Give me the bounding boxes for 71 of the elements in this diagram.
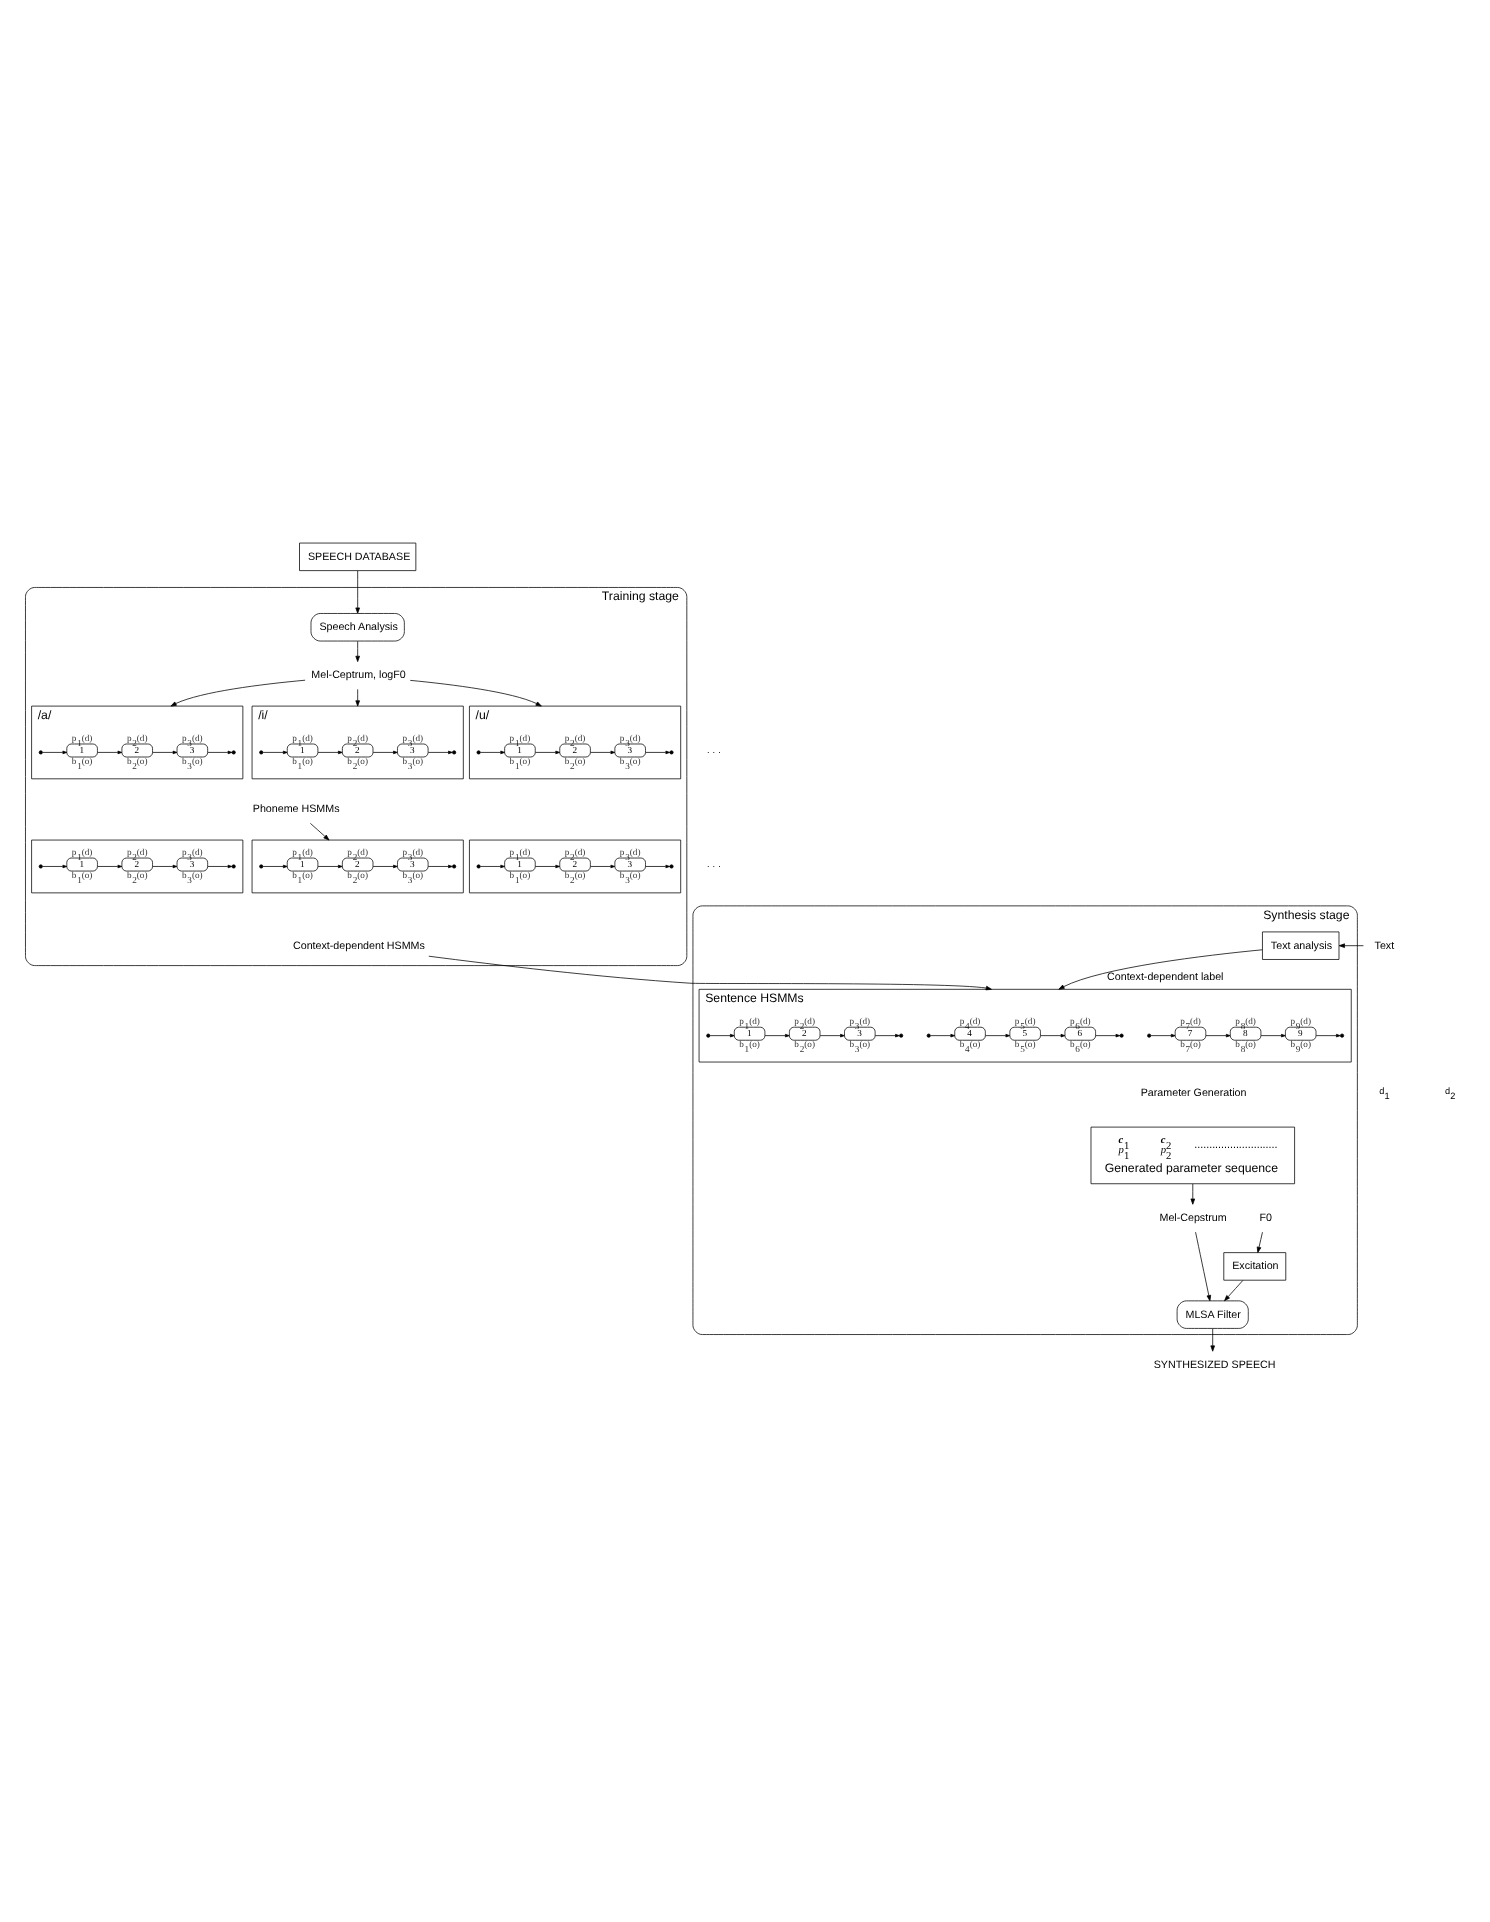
arrow (1195, 1231, 1212, 1302)
arrow (590, 864, 616, 869)
node-dot (1119, 1033, 1124, 1038)
node-dot (899, 1033, 904, 1038)
arrow (170, 679, 306, 707)
arrow (317, 750, 343, 755)
arrow (1058, 949, 1263, 990)
arrow (310, 822, 330, 841)
node-dot (452, 750, 457, 755)
node-dot (38, 750, 43, 755)
node-dot (452, 864, 457, 869)
arrow (428, 955, 992, 991)
arrow (1256, 1231, 1263, 1253)
arrow (1040, 1033, 1066, 1038)
arrow (152, 750, 178, 755)
cluster (251, 839, 464, 894)
node-dot (669, 864, 674, 869)
arrow (590, 750, 616, 755)
node-dot (476, 864, 481, 869)
arrow (427, 750, 453, 755)
arrow (372, 750, 398, 755)
node-dot (926, 1033, 931, 1038)
arrow (97, 864, 123, 869)
cluster (469, 839, 682, 894)
arrow (355, 570, 360, 614)
arrow (819, 1033, 845, 1038)
arrow (1338, 943, 1364, 948)
arrow (709, 1033, 735, 1038)
node-dot (38, 864, 43, 869)
arrow (480, 750, 505, 755)
arrow (207, 750, 233, 755)
arrow (427, 864, 453, 869)
node-dot (1340, 1033, 1345, 1038)
arrow (97, 750, 123, 755)
arrow (535, 750, 560, 755)
arrow (1205, 1033, 1231, 1038)
arrow (874, 1033, 900, 1038)
arrow (985, 1033, 1011, 1038)
arrow (262, 864, 288, 869)
arrow (645, 750, 671, 755)
arrow (42, 864, 68, 869)
arrow (1315, 1033, 1341, 1038)
arrow (152, 864, 178, 869)
arrow (372, 864, 398, 869)
arrow (317, 864, 343, 869)
arrow (535, 864, 560, 869)
arrow (645, 864, 671, 869)
arrow (262, 750, 288, 755)
node-dot (259, 750, 264, 755)
node-dot (1147, 1033, 1152, 1038)
arrow (409, 680, 542, 707)
node-dot (706, 1033, 711, 1038)
arrow (355, 689, 360, 707)
arrow (1190, 1183, 1196, 1205)
arrow (1260, 1033, 1286, 1038)
arrow (1224, 1280, 1244, 1302)
node-dot (231, 750, 236, 755)
node-dot (231, 864, 236, 869)
arrow (1150, 1033, 1176, 1038)
cluster (31, 839, 244, 894)
node-dot (259, 864, 264, 869)
node-dot (476, 750, 481, 755)
arrow (480, 864, 505, 869)
arrow (207, 864, 233, 869)
arrow (42, 750, 68, 755)
arrow (1095, 1033, 1121, 1038)
node-dot (669, 750, 674, 755)
arrow (1210, 1328, 1215, 1352)
arrow (355, 640, 360, 662)
arrow (764, 1033, 790, 1038)
arrow (930, 1033, 956, 1038)
